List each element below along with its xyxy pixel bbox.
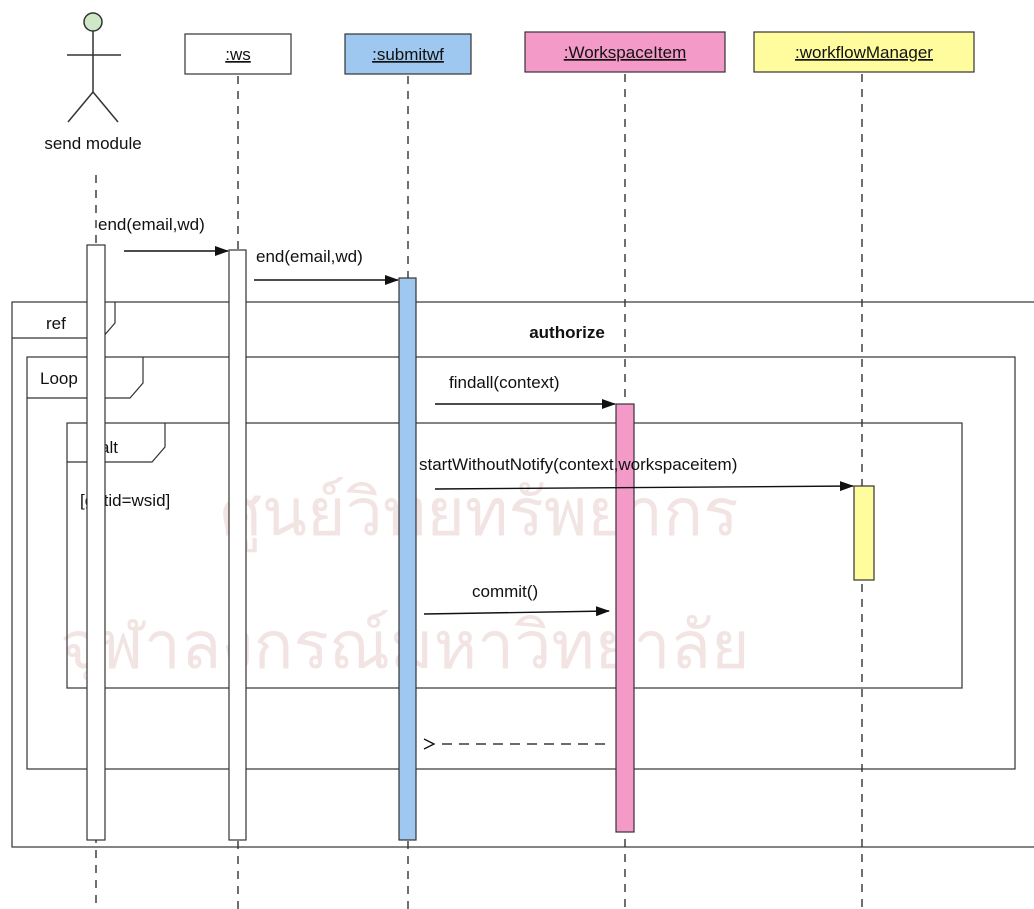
message-5-arrow bbox=[423, 606, 610, 617]
actor-send-module: send module bbox=[44, 12, 142, 153]
lifeline-label-workspaceitem: :WorkspaceItem bbox=[564, 43, 687, 62]
message-2-label: end(email,wd) bbox=[256, 247, 363, 266]
fragment-loop-operator: Loop bbox=[40, 369, 78, 388]
message-4-arrow bbox=[434, 481, 854, 492]
lifeline-header-workflowmanager: :workflowManager bbox=[753, 31, 975, 73]
activation-workflowmanager bbox=[853, 485, 875, 581]
fragment-ref: ref authorize bbox=[11, 301, 1034, 848]
fragment-loop-frame bbox=[26, 356, 1016, 770]
actor-body bbox=[67, 31, 121, 123]
fragment-ref-name: authorize bbox=[529, 323, 605, 342]
fragment-ref-frame bbox=[11, 301, 1034, 848]
activation-submitwf bbox=[398, 277, 417, 841]
activation-send-module bbox=[86, 244, 106, 841]
fragment-ref-tab bbox=[12, 302, 116, 339]
watermark-line-1: ศูนย์วิทยทรัพยากร bbox=[220, 474, 739, 553]
actor-head bbox=[83, 12, 103, 32]
message-3: findall(context) bbox=[435, 373, 616, 409]
activation-workspaceitem bbox=[615, 403, 635, 833]
message-2: end(email,wd) bbox=[254, 247, 399, 285]
lifeline-label-workflowmanager: :workflowManager bbox=[795, 43, 933, 62]
fragment-ref-operator: ref bbox=[46, 314, 66, 333]
actor-label: send module bbox=[44, 134, 141, 153]
lifeline-label-ws: :ws bbox=[225, 45, 251, 64]
message-1-label: end(email,wd) bbox=[98, 215, 205, 234]
lifeline-header-ws: :ws bbox=[184, 33, 292, 75]
message-5-label: commit() bbox=[472, 582, 538, 601]
fragment-loop: Loop bbox=[26, 356, 1016, 770]
fragment-loop-tab bbox=[27, 357, 144, 399]
activations bbox=[86, 244, 875, 841]
message-1: end(email,wd) bbox=[98, 215, 229, 256]
message-3-label: findall(context) bbox=[449, 373, 560, 392]
activation-ws bbox=[228, 249, 247, 841]
fragment-alt-frame bbox=[66, 422, 963, 689]
lifeline-header-workspaceitem: :WorkspaceItem bbox=[524, 31, 726, 73]
lifeline-header-submitwf: :submitwf bbox=[344, 33, 472, 75]
message-5: commit() bbox=[423, 582, 610, 617]
message-4-label: startWithoutNotify(context,workspaceitem… bbox=[419, 455, 737, 474]
fragment-alt-tab bbox=[67, 423, 166, 463]
lifeline-label-submitwf: :submitwf bbox=[372, 45, 444, 64]
message-4: startWithoutNotify(context,workspaceitem… bbox=[419, 455, 854, 492]
